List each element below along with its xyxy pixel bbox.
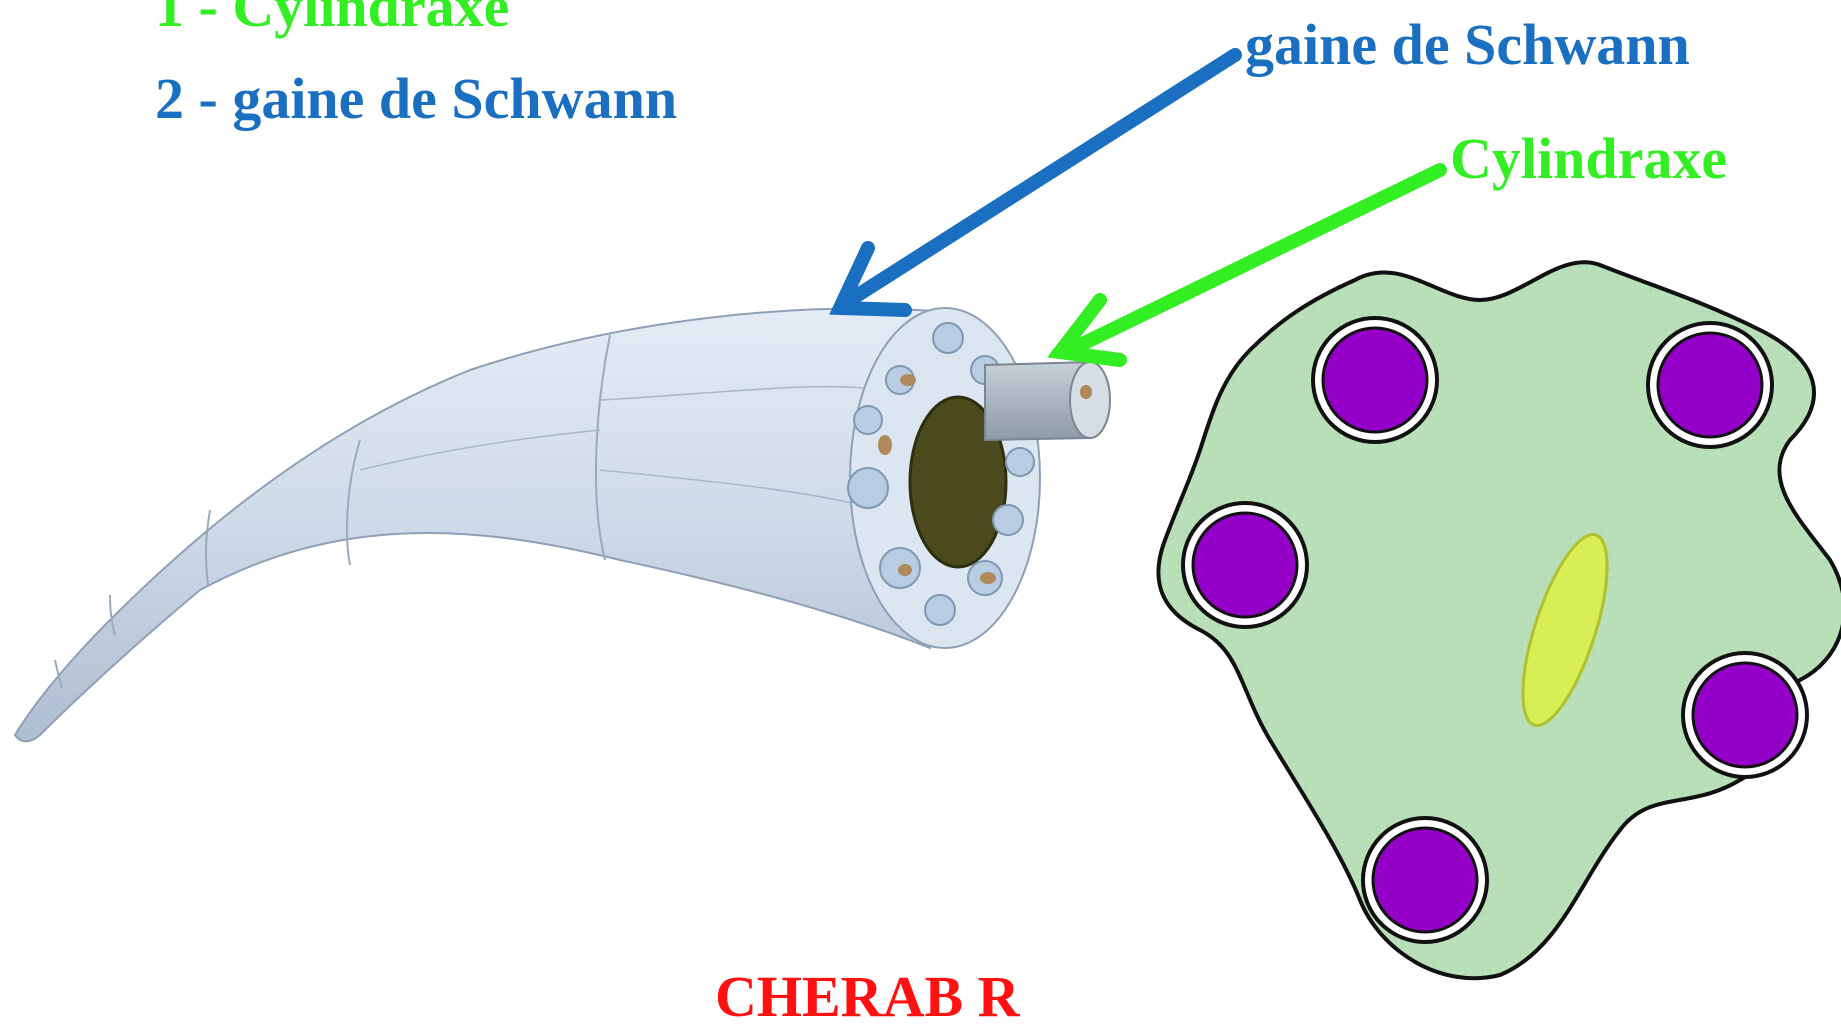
axon-section <box>1323 328 1427 432</box>
nerve-fiber-illustration <box>15 308 1110 741</box>
callout-schwann: gaine de Schwann <box>1245 16 1690 74</box>
schwann-arrow <box>840 55 1235 310</box>
axon-section <box>1658 333 1762 437</box>
axon-rod <box>985 362 1110 440</box>
cross-section-illustration <box>1158 262 1841 978</box>
nerve-fiber-body <box>15 309 945 742</box>
callout-cylindraxe: Cylindraxe <box>1450 130 1727 188</box>
axon-section <box>1193 513 1297 617</box>
author-credit: CHERAB R <box>715 968 1020 1026</box>
axon-section <box>1373 828 1477 932</box>
legend-item-schwann: 2 - gaine de Schwann <box>155 70 677 128</box>
axon-section <box>1693 663 1797 767</box>
legend-item-cylindraxe: 1 - Cylindraxe <box>155 0 509 36</box>
